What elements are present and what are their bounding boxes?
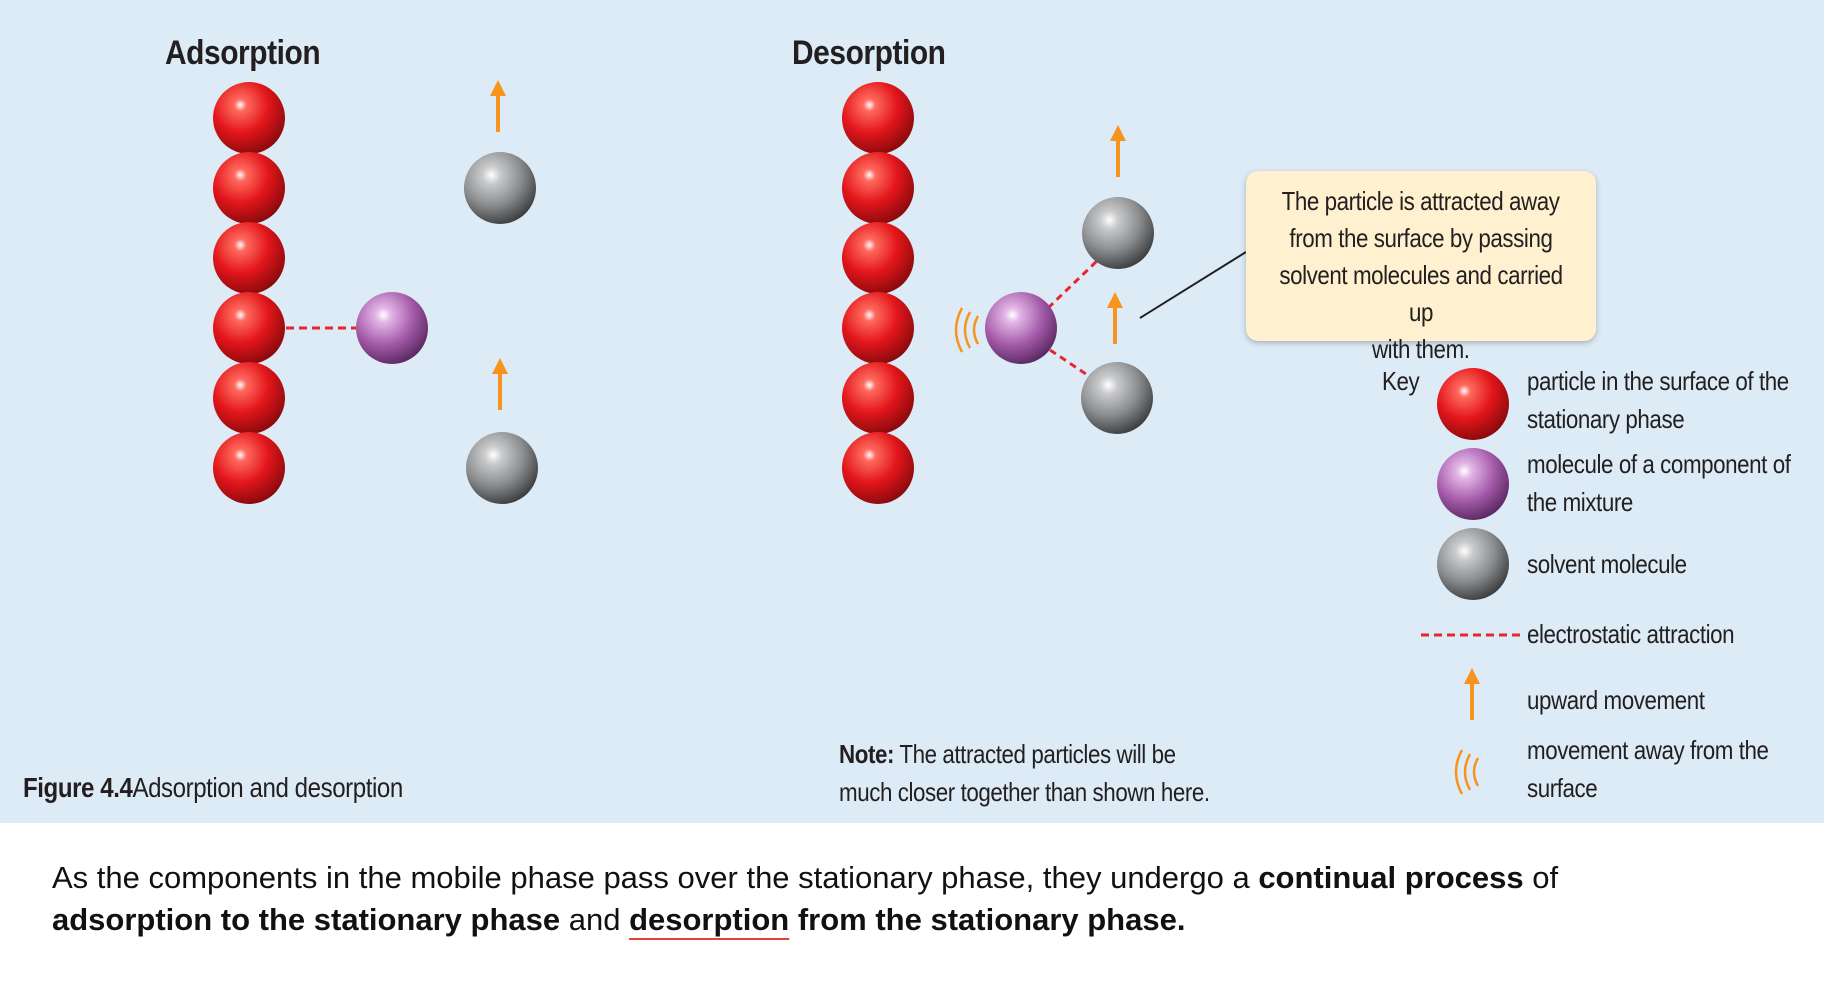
stationary-particle — [213, 292, 285, 364]
figure-caption: Figure 4.4Adsorption and desorption — [23, 772, 403, 804]
callout-line: The particle is attracted away — [1282, 186, 1560, 216]
orange-up-arrow-icon — [1462, 666, 1482, 722]
figure-panel: Adsorption Desorption The particle is at… — [0, 0, 1824, 823]
body-paragraph: As the components in the mobile phase pa… — [52, 860, 1559, 937]
stationary-particle — [213, 222, 285, 294]
movement-away-arcs — [954, 306, 980, 354]
figure-caption-text: Adsorption and desorption — [132, 772, 403, 803]
callout-line: with them. — [1372, 334, 1470, 364]
stationary-particle — [842, 432, 914, 504]
desorption-attraction-line — [1049, 348, 1096, 382]
key-label-attraction: electrostatic attraction — [1527, 619, 1735, 649]
red-particle-icon — [1437, 368, 1509, 440]
stationary-particle — [842, 82, 914, 154]
desorption-stationary-column — [842, 82, 914, 504]
purple-molecule-icon — [1437, 448, 1509, 520]
stationary-particle — [213, 432, 285, 504]
key-label-upward: upward movement — [1527, 685, 1705, 715]
callout-pointer — [1139, 251, 1247, 319]
solvent-molecule — [1081, 362, 1153, 434]
stationary-particle — [213, 82, 285, 154]
adsorption-title: Adsorption — [165, 34, 321, 72]
key-label-solvent: solvent molecule — [1527, 549, 1687, 579]
solvent-molecule — [464, 152, 536, 224]
grey-solvent-icon — [1437, 528, 1509, 600]
callout-line: solvent molecules and carried up — [1279, 260, 1563, 327]
figure-label: Figure 4.4 — [23, 772, 133, 803]
callout-text: The particle is attracted away from the … — [1246, 183, 1596, 368]
orange-wave-arcs-icon — [1454, 748, 1480, 796]
desorption-title: Desorption — [792, 34, 946, 72]
callout-box: The particle is attracted away from the … — [1246, 171, 1596, 364]
desorbing-component-molecule — [985, 292, 1057, 364]
solvent-molecule — [466, 432, 538, 504]
key-heading: Key — [1382, 366, 1420, 396]
desorption-attraction-line — [1046, 258, 1100, 310]
solvent-molecule — [1082, 197, 1154, 269]
upward-arrow — [1105, 290, 1125, 346]
diagram-svg — [213, 78, 1523, 796]
adsorption-stationary-column — [213, 82, 285, 504]
spellcheck-underlined-word: desorption — [629, 902, 790, 937]
upward-arrow — [1108, 123, 1128, 179]
stationary-particle — [213, 152, 285, 224]
stationary-particle — [842, 292, 914, 364]
callout-line: from the surface by passing — [1289, 223, 1553, 253]
upward-arrow — [490, 356, 510, 412]
stationary-particle — [842, 152, 914, 224]
adsorbed-component-molecule — [356, 292, 428, 364]
stationary-particle — [842, 362, 914, 434]
stationary-particle — [842, 222, 914, 294]
figure-note: Note: The attracted particles will be mu… — [839, 739, 1210, 807]
upward-arrow — [488, 78, 508, 134]
stationary-particle — [213, 362, 285, 434]
note-label: Note: — [839, 739, 894, 769]
